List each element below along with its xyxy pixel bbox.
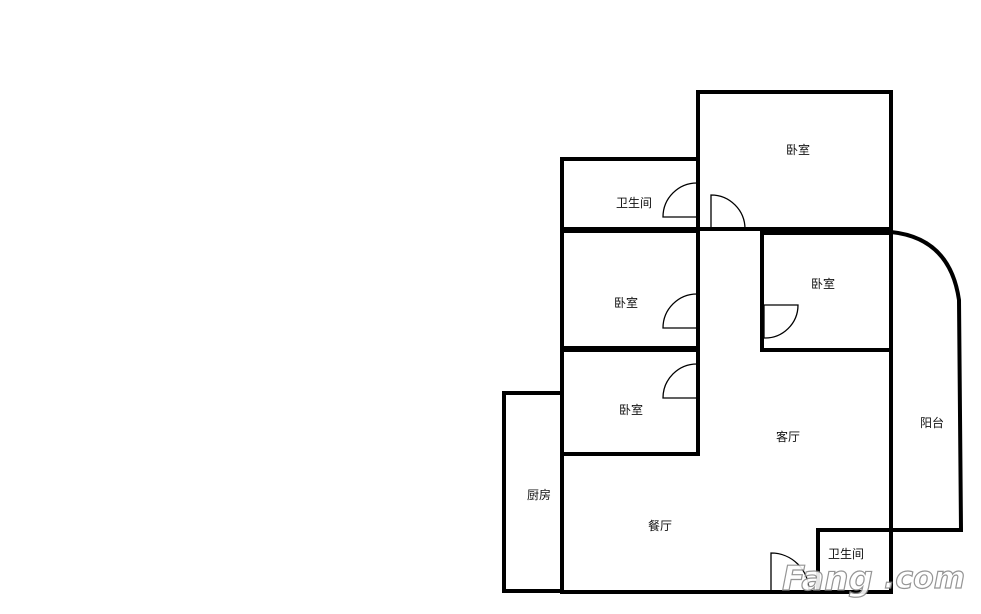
bedroom-lower-door (662, 363, 698, 399)
room-labels: 卧室 卫生间 卧室 卧室 卧室 客厅 阳台 厨房 餐厅 卫生间 (527, 142, 944, 561)
corridor-door (710, 194, 746, 230)
bedroom-middle-door (662, 293, 698, 329)
room-label-bathroom: 卫生间 (616, 196, 652, 210)
bedroom-lower-walls (560, 348, 700, 456)
room-label-small-bathroom: 卫生间 (828, 547, 864, 561)
room-label-master-bedroom: 卧室 (786, 142, 810, 157)
watermark: Fang .com (781, 558, 965, 599)
doors (662, 182, 810, 592)
room-label-dining-room: 餐厅 (648, 518, 672, 533)
bedroom-right-walls (760, 231, 893, 352)
watermark-brand: Fang (782, 559, 873, 599)
room-label-bedroom-lower: 卧室 (619, 402, 643, 417)
bedroom-middle-walls (560, 229, 700, 350)
living-dining-walls (560, 230, 893, 594)
dining-door (770, 552, 810, 592)
room-label-living-room: 客厅 (776, 429, 800, 444)
room-label-bedroom-right: 卧室 (811, 276, 835, 291)
balcony-walls (890, 230, 964, 532)
small-bathroom-walls (816, 528, 893, 594)
master-bedroom-walls (696, 90, 893, 231)
bathroom-door (662, 182, 698, 218)
watermark-suffix: .com (884, 561, 965, 596)
bathroom-walls (560, 157, 700, 231)
walls (502, 90, 964, 594)
room-label-bedroom-middle: 卧室 (614, 295, 638, 310)
bedroom-right-door (763, 304, 799, 339)
room-label-balcony: 阳台 (920, 415, 944, 430)
room-label-kitchen: 厨房 (527, 487, 551, 502)
